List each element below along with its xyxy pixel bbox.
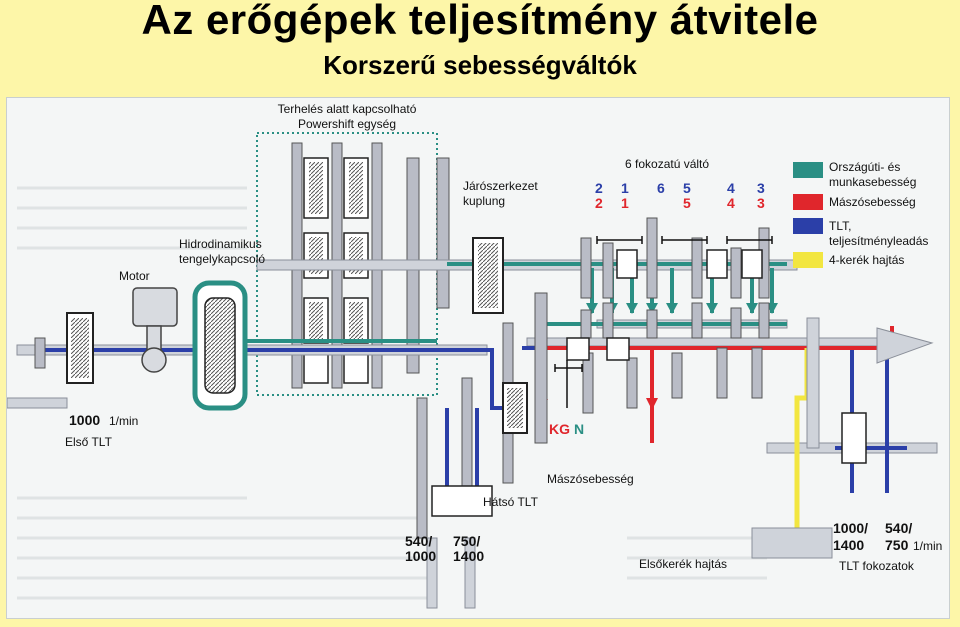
gear-number-top-2: 1 (621, 180, 629, 196)
clutch-label-2: kuplung (463, 194, 505, 208)
gear-numbers-top: 2 1 6 5 4 3 (595, 180, 765, 196)
front-drive-label: Elsőkerék hajtás (639, 557, 727, 571)
page-subtitle: Korszerű sebességváltók (323, 50, 637, 80)
legend-swatch-pto (793, 218, 823, 234)
legend-label-pto-2: teljesítményleadás (829, 234, 928, 248)
powershift-label-2: Powershift egység (298, 117, 396, 131)
legend: Országúti- és munkasebesség Mászósebessé… (793, 160, 928, 268)
gear-number-top-6: 3 (757, 180, 765, 196)
gear-number-top-5: 4 (727, 180, 735, 196)
legend-label-road-2: munkasebesség (829, 175, 916, 189)
gear-number-bottom-3: 5 (683, 195, 691, 211)
rear-speed-4: 1400 (453, 548, 484, 564)
page-title: Az erőgépek teljesítmény átvitele (141, 0, 819, 43)
legend-swatch-road (793, 162, 823, 178)
legend-label-creep: Mászósebesség (829, 195, 916, 209)
gearbox-gears (534, 217, 770, 444)
legend-swatch-creep (793, 194, 823, 210)
diagram-svg: Terhelés alatt kapcsolható Powershift eg… (7, 102, 942, 609)
creep-speed-label: Mászósebesség (547, 472, 634, 486)
pto-speed-2: 1400 (833, 537, 864, 553)
legend-label-4wd: 4-kerék hajtás (829, 253, 904, 267)
rear-pto-label: Hátsó TLT (483, 495, 539, 509)
n-label: N (574, 421, 584, 437)
motor-label: Motor (119, 269, 150, 283)
front-rpm-unit: 1/min (109, 414, 138, 428)
legend-label-road-1: Országúti- és (829, 160, 900, 174)
legend-swatch-4wd (793, 252, 823, 268)
synchronizers (566, 249, 867, 464)
pto-speed-unit: 1/min (913, 539, 942, 553)
clutch-label-1: Járószerkezet (463, 179, 538, 193)
powershift-label-1: Terhelés alatt kapcsolható (278, 102, 417, 116)
pto-speed-3: 540/ (885, 520, 912, 536)
hydro-label-1: Hidrodinamikus (179, 237, 262, 251)
rear-speed-3: 750/ (453, 533, 480, 549)
hydrodynamic-coupling (192, 280, 248, 411)
legend-label-pto-1: TLT, (829, 219, 851, 233)
gear-number-top-4: 5 (683, 180, 691, 196)
gear-number-top-1: 2 (595, 180, 603, 196)
shift-arrows (554, 236, 773, 408)
road-speed-arrows (586, 303, 778, 314)
rear-speed-1: 540/ (405, 533, 432, 549)
creep-speed-arrows (536, 388, 658, 410)
pto-speed-1: 1000/ (833, 520, 868, 536)
six-speed-label: 6 fokozatú váltó (625, 157, 709, 171)
rear-pto-clutch (416, 377, 528, 539)
rear-speed-2: 1000 (405, 548, 436, 564)
gear-numbers-bottom: 2 1 5 4 3 (595, 195, 765, 211)
front-rpm-value: 1000 (69, 412, 100, 428)
hydro-label-2: tengelykapcsoló (179, 252, 265, 266)
output-shafts (426, 317, 934, 609)
engine-piston (132, 287, 178, 373)
background-text-lines (17, 186, 767, 600)
gear-number-bottom-4: 4 (727, 195, 735, 211)
pto-gears-label: TLT fokozatok (839, 559, 915, 573)
gear-number-bottom-5: 3 (757, 195, 765, 211)
kg-label: KG (549, 421, 570, 437)
front-pto-label: Első TLT (65, 435, 113, 449)
gear-number-bottom-1: 2 (595, 195, 603, 211)
gear-number-bottom-2: 1 (621, 195, 629, 211)
front-pto-clutch (7, 312, 94, 409)
transmission-diagram: Terhelés alatt kapcsolható Powershift eg… (6, 97, 950, 619)
gear-number-top-3: 6 (657, 180, 665, 196)
pto-speed-4: 750 (885, 537, 909, 553)
